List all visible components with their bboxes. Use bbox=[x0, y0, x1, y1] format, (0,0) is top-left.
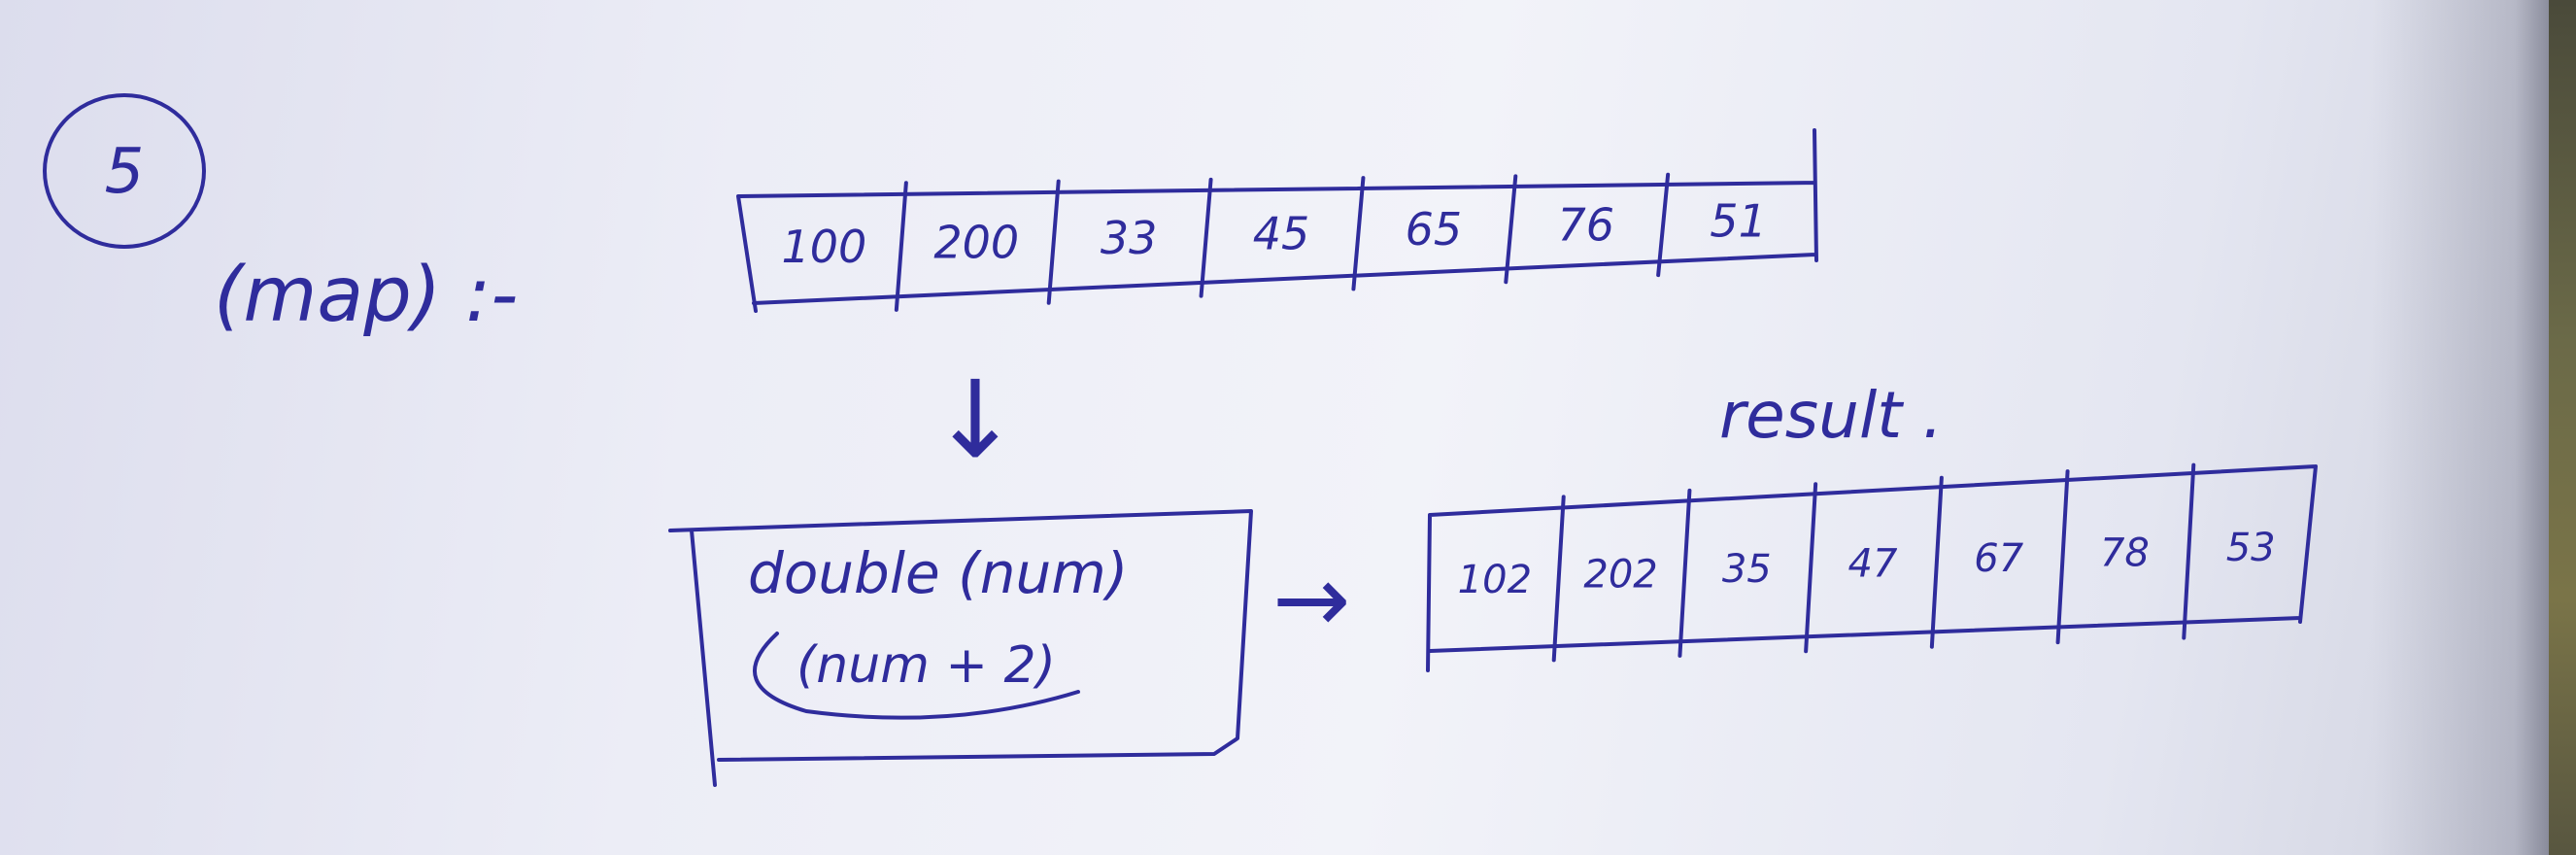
input-array-cell: 51 bbox=[1710, 194, 1767, 247]
heading-map: (map) :- bbox=[214, 252, 518, 339]
input-array-cell: 76 bbox=[1557, 199, 1614, 252]
result-array-divider bbox=[2182, 462, 2196, 640]
input-array-divider bbox=[1351, 176, 1366, 291]
result-array-cell: 78 bbox=[2100, 530, 2150, 575]
result-array-dividers bbox=[1551, 462, 2196, 663]
page-edge-shadow bbox=[2372, 0, 2576, 855]
function-box-frame bbox=[668, 509, 1253, 787]
down-arrow-icon: ↓ bbox=[931, 358, 1020, 482]
input-array-cells: 100 200 33 45 65 76 51 bbox=[782, 194, 1767, 273]
result-array-divider bbox=[2055, 469, 2070, 645]
input-array-frame bbox=[736, 128, 1818, 313]
result-array-divider bbox=[1804, 482, 1818, 654]
input-array-cell: 200 bbox=[933, 216, 1019, 268]
input-array-divider bbox=[894, 181, 908, 312]
input-array-divider bbox=[1199, 177, 1213, 298]
page-edge-stripe bbox=[2549, 0, 2576, 855]
result-array-divider bbox=[1551, 495, 1566, 663]
result-array-cell: 67 bbox=[1974, 536, 2023, 581]
input-array-cell: 33 bbox=[1101, 212, 1158, 264]
step-number-circle bbox=[43, 93, 206, 249]
result-array-cell: 53 bbox=[2226, 526, 2276, 570]
result-label: result . bbox=[1719, 378, 1943, 453]
result-array-cell: 35 bbox=[1722, 547, 1772, 592]
function-box: double (num) (num + 2) bbox=[668, 509, 1253, 787]
input-array-divider bbox=[1656, 172, 1671, 278]
result-array-divider bbox=[1929, 475, 1944, 649]
function-paren-curve bbox=[753, 632, 1080, 720]
input-array-cell: 100 bbox=[782, 221, 867, 273]
function-line-double: double (num) bbox=[748, 540, 1128, 606]
function-line-num-plus-two: (num + 2) bbox=[797, 636, 1056, 695]
result-array-divider bbox=[1678, 488, 1692, 658]
result-array-cell: 202 bbox=[1583, 553, 1657, 598]
step-number-badge: 5 bbox=[43, 93, 206, 249]
input-array-divider bbox=[1046, 179, 1061, 305]
result-array: 102 202 35 47 67 78 53 bbox=[1426, 462, 2318, 672]
input-array-dividers bbox=[894, 172, 1671, 312]
input-array: 100 200 33 45 65 76 51 bbox=[736, 128, 1818, 313]
result-array-cell: 102 bbox=[1458, 558, 1532, 602]
step-number: 5 bbox=[105, 136, 145, 208]
input-array-cell: 45 bbox=[1253, 208, 1310, 260]
result-array-frame bbox=[1426, 464, 2318, 672]
input-array-cell: 65 bbox=[1406, 203, 1463, 256]
result-array-cells: 102 202 35 47 67 78 53 bbox=[1458, 526, 2276, 602]
right-arrow-icon: → bbox=[1272, 545, 1350, 654]
input-array-divider bbox=[1504, 174, 1518, 285]
result-array-cell: 47 bbox=[1848, 542, 1898, 587]
